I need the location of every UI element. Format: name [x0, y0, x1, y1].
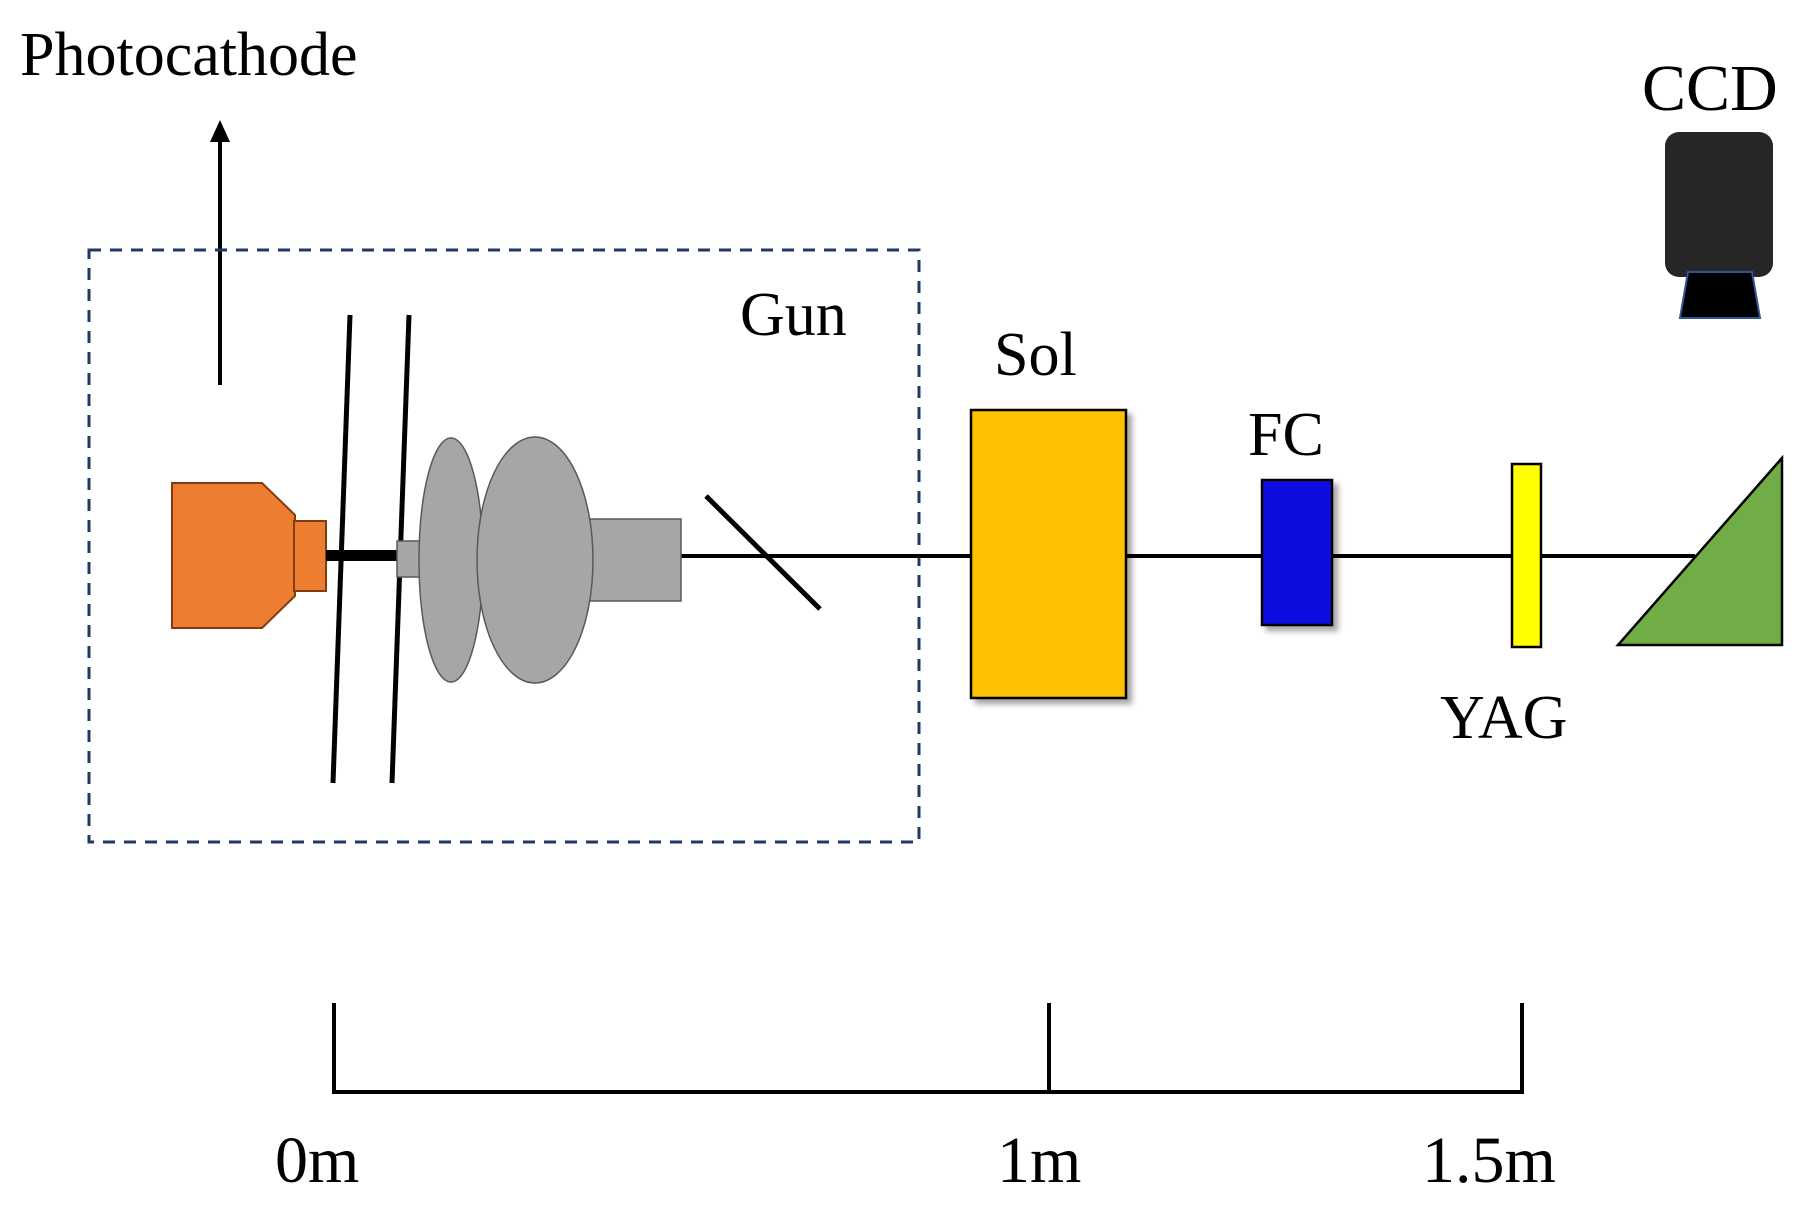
fc-label: FC [1248, 401, 1324, 469]
ccd-camera-icon [1665, 132, 1773, 319]
laser-mirror [704, 494, 822, 611]
cathode-assembly [171, 482, 401, 629]
scale-label-1-5m: 1.5m [1422, 1124, 1556, 1197]
faraday-cup [1260, 478, 1334, 627]
gun-boundary-box [87, 248, 921, 844]
solenoid [969, 408, 1128, 700]
photocathode-label: Photocathode [20, 21, 358, 89]
scale-label-0m: 0m [275, 1124, 359, 1197]
sol-label: Sol [994, 321, 1077, 389]
ccd-label: CCD [1642, 52, 1778, 125]
scale-label-1m: 1m [997, 1124, 1081, 1197]
yag-label: YAG [1440, 684, 1567, 752]
yag-screen [1510, 462, 1543, 649]
beam-dump [1615, 454, 1784, 647]
gun-label: Gun [740, 281, 847, 349]
photocathode-arrow [210, 120, 230, 385]
scale-bar [332, 1003, 1524, 1094]
rf-cavity [396, 436, 682, 684]
